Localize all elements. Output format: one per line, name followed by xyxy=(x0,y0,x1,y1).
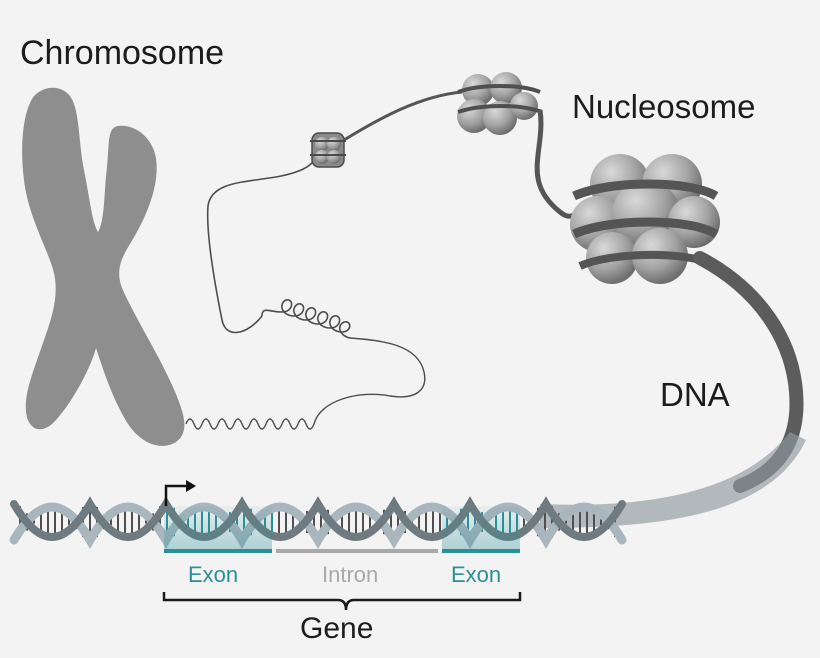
medium-nucleosome xyxy=(457,72,543,135)
chromosome-label: Chromosome xyxy=(20,34,225,72)
chromatin-fiber-wavy xyxy=(185,337,426,430)
gene-label: Gene xyxy=(300,612,374,645)
exon-2-region xyxy=(442,506,520,550)
dna-double-helix xyxy=(9,496,627,549)
nucleosome-label: Nucleosome xyxy=(572,88,756,125)
chromosome-shape xyxy=(22,87,185,446)
large-nucleosome xyxy=(570,154,720,284)
chromatin-coil xyxy=(261,299,351,339)
chromatin-fiber-thin xyxy=(206,149,319,334)
intron-label: Intron xyxy=(322,562,379,587)
exon-2-label: Exon xyxy=(451,562,502,587)
small-nucleosome xyxy=(310,132,346,168)
dna-label: DNA xyxy=(660,376,730,413)
dna-ribbon-transition xyxy=(540,432,806,528)
exon-1-region xyxy=(164,506,272,550)
gene-bracket xyxy=(162,592,522,611)
chromatin-strand-upper xyxy=(343,90,463,142)
transcription-start-arrow-icon xyxy=(164,480,196,506)
exon-1-label: Exon xyxy=(188,562,239,587)
